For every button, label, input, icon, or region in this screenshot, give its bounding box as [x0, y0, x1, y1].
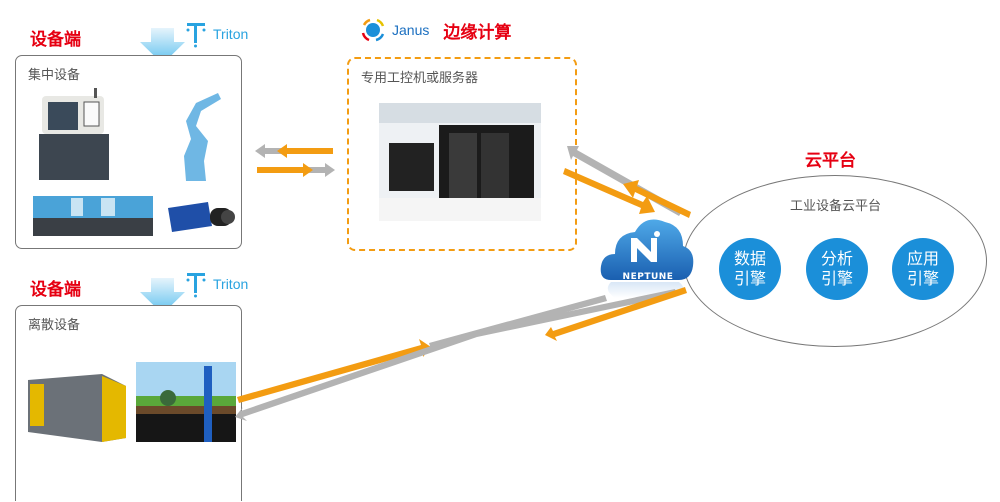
application-engine: 应用 引擎 [892, 238, 954, 300]
triton-icon [186, 273, 206, 298]
down-arrow-bottom-icon [140, 278, 185, 314]
cloud-platform-label: 工业设备云平台 [790, 199, 882, 214]
centralized-devices-label: 集中设备 [28, 68, 81, 83]
discrete-cloud-arrows [235, 287, 687, 421]
triton-logo-bottom: Triton [185, 270, 248, 298]
generator-container-image [28, 374, 126, 442]
arrow-orange-up [623, 180, 691, 218]
application-engine-line2: 引擎 [906, 269, 939, 288]
arrow-orange-right [257, 163, 313, 177]
cnc-machine-image [39, 88, 109, 180]
device-side-title-bottom: 设备端 [30, 280, 81, 300]
discrete-devices-label: 离散设备 [28, 318, 81, 333]
device-side-title-top: 设备端 [30, 30, 81, 50]
robot-arm-image [184, 93, 221, 181]
triton-label-bottom: Triton [213, 276, 249, 292]
arrow-gray-down-long [235, 331, 477, 421]
application-engine-line1: 应用 [906, 249, 939, 268]
arrow-orange-left [277, 144, 333, 158]
arrow-orange-up-long [237, 339, 431, 403]
arrow-gray-left [255, 144, 287, 158]
edge-box: 专用工控机或服务器 [347, 57, 577, 251]
arrow-orange-down [563, 168, 655, 214]
neptune-label: NEPTUNE [622, 272, 674, 282]
analysis-engine-line1: 分析 [820, 249, 853, 268]
triton-icon [186, 23, 206, 48]
edge-title: 边缘计算 [443, 22, 512, 43]
analysis-engine-line2: 引擎 [820, 269, 853, 288]
triton-label-top: Triton [213, 26, 249, 42]
edge-box-label: 专用工控机或服务器 [361, 71, 479, 86]
edge-device-arrows [255, 144, 335, 177]
data-engine-line1: 数据 [733, 249, 766, 268]
cloud-title: 云平台 [805, 151, 856, 171]
data-engine-line2: 引擎 [733, 269, 766, 288]
discrete-devices-box: 离散设备 [15, 305, 242, 501]
triton-logo-top: Triton [185, 20, 248, 48]
janus-label: Janus [392, 22, 430, 38]
janus-header: Janus 边缘计算 [360, 17, 511, 43]
edge-cloud-arrows [563, 146, 691, 218]
arrow-gray-right [303, 163, 335, 177]
janus-icon [361, 18, 385, 42]
injection-molding-machine-image [33, 196, 153, 236]
server-room-image [379, 103, 541, 221]
drilling-rig-image [136, 362, 236, 442]
industrial-camera-image [168, 202, 235, 232]
analysis-engine: 分析 引擎 [806, 238, 868, 300]
centralized-devices-box: 集中设备 [15, 55, 242, 249]
data-engine: 数据 引擎 [719, 238, 781, 300]
arrow-orange-down-long [545, 287, 687, 341]
down-arrow-top-icon [140, 28, 185, 64]
